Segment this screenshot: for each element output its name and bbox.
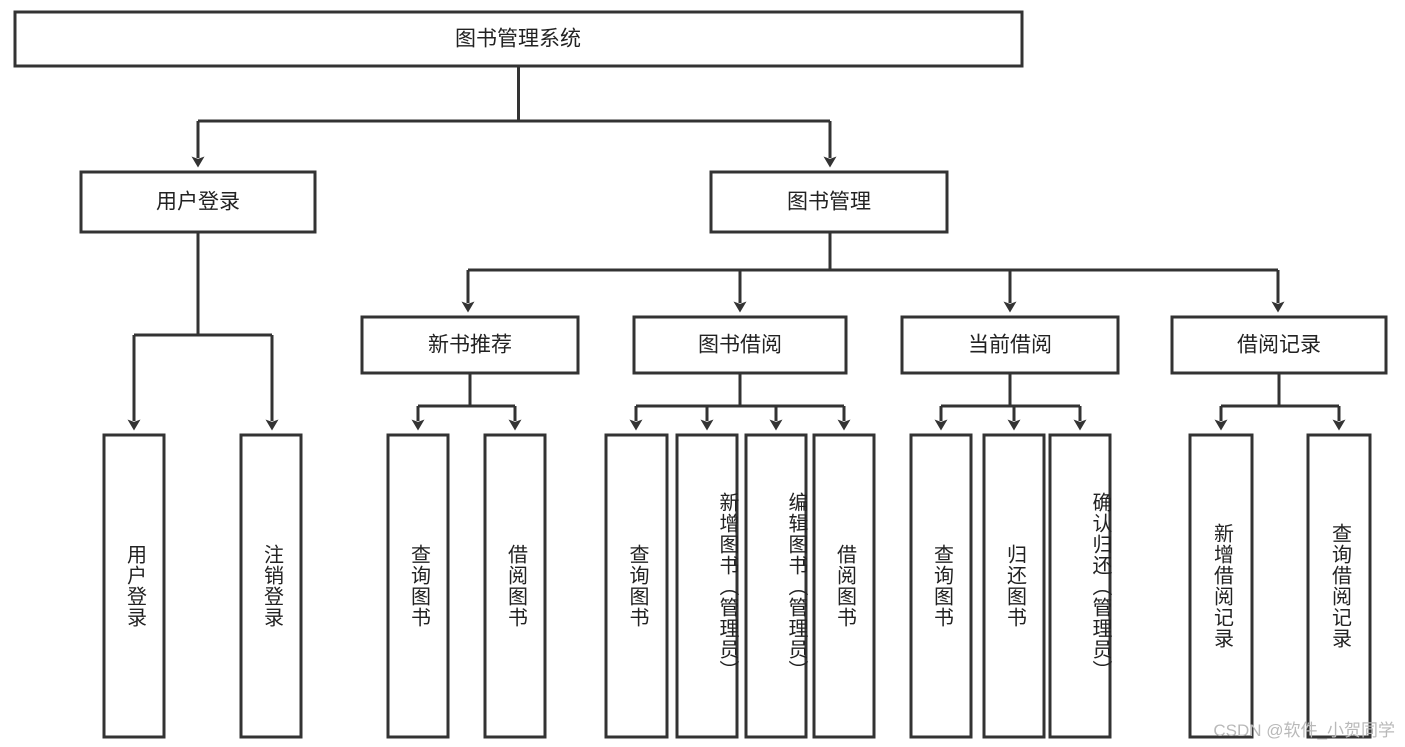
- leaf-box-user-logout[interactable]: [239, 433, 303, 739]
- watermark-text: CSDN @软件_小贺同学: [1213, 721, 1395, 740]
- node-box-book-borrow[interactable]: [632, 315, 848, 375]
- node-label-user-login: 用户登录: [156, 191, 240, 214]
- node-label-book-borrow: 图书借阅: [698, 334, 782, 357]
- leaf-box-confirm-return-admin[interactable]: [1048, 433, 1112, 739]
- leaf-box-add-book-admin[interactable]: [675, 433, 739, 739]
- connector-root-to-level2: [191, 66, 837, 168]
- connector-bookborrow-to-leaves: [629, 373, 851, 431]
- node-box-borrow-record[interactable]: [1170, 315, 1388, 375]
- connector-borrowrecord-to-leaves: [1214, 373, 1346, 431]
- node-box-user-login[interactable]: [79, 170, 317, 234]
- leaf-box-borrow-book-2[interactable]: [812, 433, 876, 739]
- node-label-new-book-recommend: 新书推荐: [428, 334, 512, 357]
- node-box-new-book-recommend[interactable]: [360, 315, 580, 375]
- node-label-borrow-record: 借阅记录: [1237, 334, 1321, 357]
- node-box-book-management[interactable]: [709, 170, 949, 234]
- leaf-box-return-book[interactable]: [982, 433, 1046, 739]
- leaf-box-query-record[interactable]: [1306, 433, 1372, 739]
- connector-userlogin-to-leaves: [127, 232, 279, 431]
- leaf-box-user-login[interactable]: [102, 433, 166, 739]
- leaf-box-query-book-1[interactable]: [386, 433, 450, 739]
- leaf-box-query-book-3[interactable]: [909, 433, 973, 739]
- node-label-root: 图书管理系统: [455, 28, 581, 51]
- leaf-box-query-book-2[interactable]: [604, 433, 669, 739]
- connector-currentborrow-to-leaves: [934, 373, 1087, 431]
- node-label-book-management: 图书管理: [787, 191, 871, 214]
- leaf-box-edit-book-admin[interactable]: [744, 433, 808, 739]
- leaf-box-add-record[interactable]: [1188, 433, 1254, 739]
- node-box-root[interactable]: [13, 10, 1024, 68]
- connector-newbook-to-leaves: [411, 373, 522, 431]
- node-label-current-borrow: 当前借阅: [968, 334, 1052, 357]
- leaf-box-borrow-book-1[interactable]: [483, 433, 547, 739]
- connector-bookmgmt-to-level3: [461, 232, 1285, 313]
- node-box-current-borrow[interactable]: [900, 315, 1120, 375]
